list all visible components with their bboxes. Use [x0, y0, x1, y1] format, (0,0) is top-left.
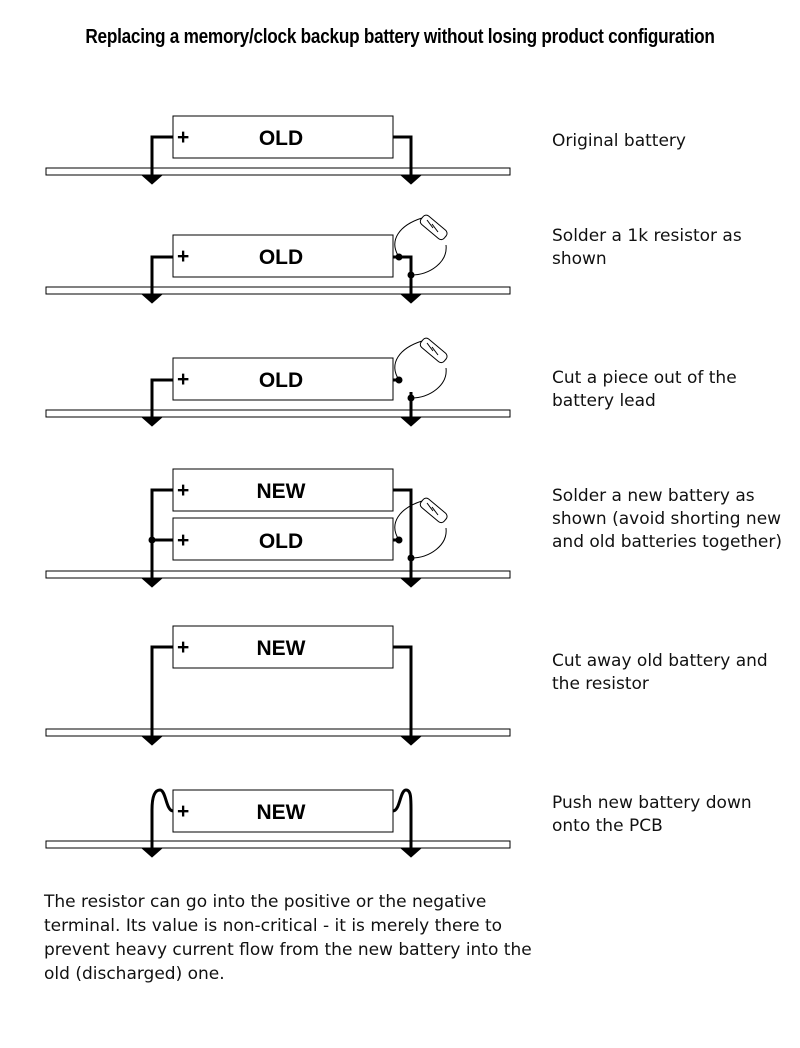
positive-lead — [150, 645, 173, 738]
step-5-diagram — [45, 625, 511, 746]
explanatory-note: The resistor can go into the positive or… — [44, 892, 532, 984]
solder-point-arrow — [401, 578, 421, 588]
battery-label-old: OLD — [259, 369, 303, 392]
solder-point-arrow — [401, 848, 421, 858]
positive-lead — [150, 135, 173, 177]
plus-terminal-mark: + — [177, 636, 189, 659]
battery-label-new: NEW — [257, 801, 306, 824]
step-3-diagram — [45, 337, 511, 427]
positive-lead-bent — [150, 788, 174, 850]
resistor — [419, 497, 448, 524]
resistor-lead — [394, 217, 423, 258]
resistor — [419, 214, 448, 241]
negative-lead — [393, 645, 413, 738]
pcb-board — [45, 840, 511, 849]
positive-lead — [150, 378, 173, 419]
plus-terminal-mark: + — [177, 800, 189, 823]
solder-joint — [395, 253, 403, 261]
solder-joint — [148, 536, 156, 544]
resistor-lead — [394, 340, 423, 381]
negative-lead — [393, 488, 413, 580]
solder-point-arrow — [142, 848, 162, 858]
solder-joint — [407, 271, 415, 279]
negative-lead-bent — [392, 788, 413, 850]
plus-terminal-mark: + — [177, 529, 189, 552]
solder-joint — [395, 376, 403, 384]
step-1-caption: Original battery — [552, 131, 686, 151]
solder-point-arrow — [142, 175, 162, 185]
solder-point-arrow — [142, 417, 162, 427]
battery-label-new: NEW — [257, 480, 306, 503]
battery-label-new: NEW — [257, 637, 306, 660]
step-2-caption: Solder a 1k resistor as shown — [552, 226, 742, 269]
step-4-diagram — [45, 468, 511, 588]
step-2-diagram — [45, 214, 511, 304]
solder-point-arrow — [401, 736, 421, 746]
solder-point-arrow — [401, 417, 421, 427]
solder-point-arrow — [142, 736, 162, 746]
step-6-diagram — [45, 788, 511, 858]
step-3-caption: Cut a piece out of the battery lead — [552, 368, 737, 411]
resistor-lead — [394, 500, 423, 541]
pcb-board — [45, 570, 511, 579]
plus-terminal-mark: + — [177, 245, 189, 268]
plus-terminal-mark: + — [177, 479, 189, 502]
positive-lead — [150, 255, 173, 296]
pcb-board — [45, 409, 511, 418]
resistor — [419, 337, 448, 364]
step-5-caption: Cut away old battery and the resistor — [552, 651, 768, 694]
solder-joint — [395, 536, 403, 544]
solder-point-arrow — [401, 294, 421, 304]
plus-terminal-mark: + — [177, 368, 189, 391]
negative-lead — [393, 135, 413, 177]
step-4-caption: Solder a new battery as shown (avoid sho… — [552, 486, 782, 552]
resistor-lead — [410, 527, 447, 559]
battery-label-old: OLD — [259, 530, 303, 553]
step-1-diagram — [45, 115, 511, 185]
battery-label-old: OLD — [259, 127, 303, 150]
solder-point-arrow — [401, 175, 421, 185]
resistor-lead — [410, 367, 447, 399]
solder-point-arrow — [142, 294, 162, 304]
positive-lead — [150, 488, 173, 580]
page-title: Replacing a memory/clock backup battery … — [85, 26, 715, 48]
pcb-board — [45, 728, 511, 737]
resistor-lead — [410, 244, 447, 276]
battery-label-old: OLD — [259, 246, 303, 269]
step-6-caption: Push new battery down onto the PCB — [552, 793, 752, 836]
pcb-board — [45, 167, 511, 176]
solder-joint — [407, 394, 415, 402]
solder-point-arrow — [142, 578, 162, 588]
solder-joint — [407, 554, 415, 562]
plus-terminal-mark: + — [177, 126, 189, 149]
pcb-board — [45, 286, 511, 295]
